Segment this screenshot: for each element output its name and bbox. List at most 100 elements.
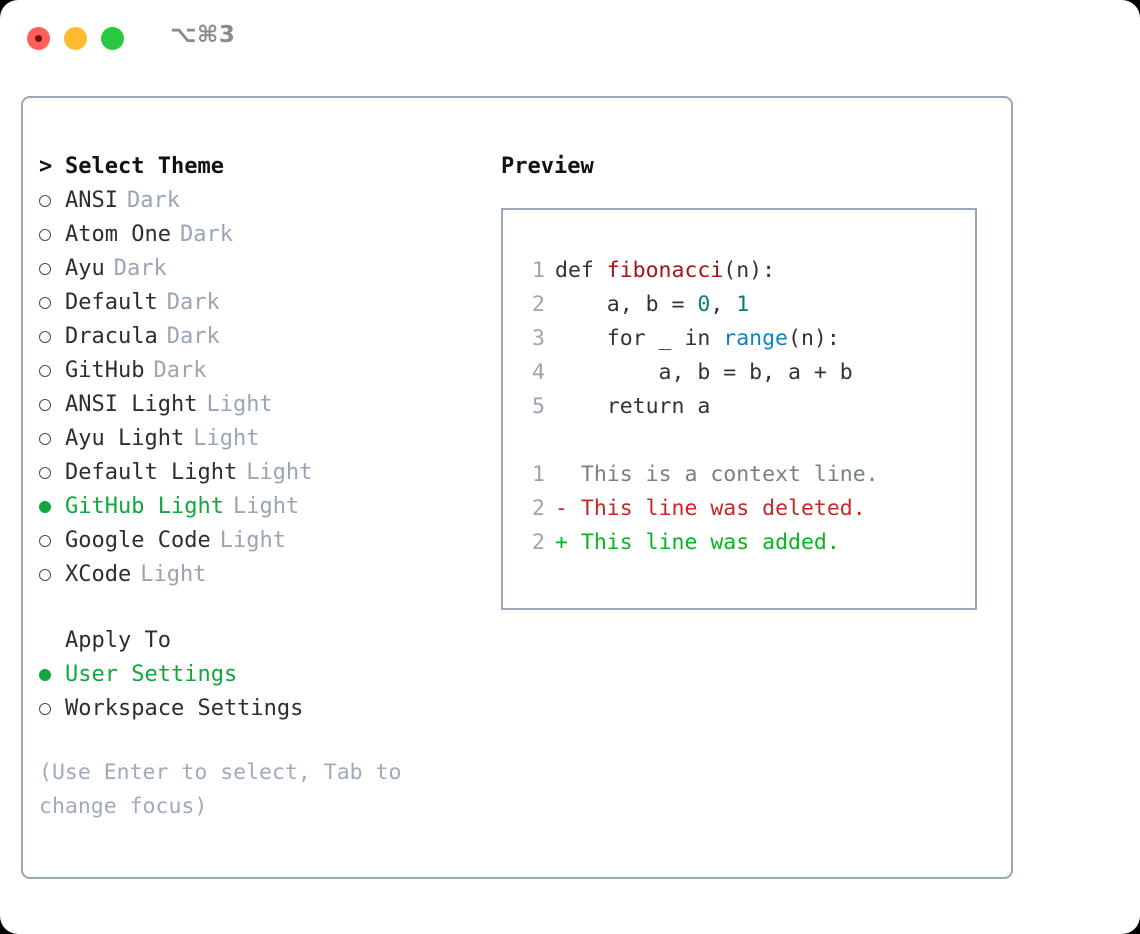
section-spacer (39, 592, 479, 624)
theme-name-label: Default (65, 290, 158, 315)
theme-name-label: Google Code (65, 528, 211, 553)
radio-unselected-icon[interactable] (39, 433, 65, 445)
code-token: a, b = b, a + b (555, 360, 853, 385)
radio-unselected-icon[interactable] (39, 399, 65, 411)
radio-unselected-icon[interactable] (39, 331, 65, 343)
code-line-number: 2 (532, 292, 545, 317)
code-line: 3 for _ in range(n): (521, 322, 975, 356)
keyboard-shortcut-label: ⌥⌘3 (170, 22, 236, 48)
diff-sample: 1 This is a context line. 2- This line wa… (521, 458, 975, 560)
code-diff-spacer (521, 424, 975, 458)
title-bar: ⌥⌘3 (0, 0, 1140, 76)
theme-name-label: Ayu Light (65, 426, 185, 451)
caret-icon: > (39, 154, 53, 179)
theme-list-item[interactable]: GitHub Dark (39, 354, 479, 388)
theme-variant-label: Light (140, 562, 207, 587)
theme-variant-label: Dark (179, 222, 233, 247)
radio-unselected-icon[interactable] (39, 229, 65, 241)
select-theme-title: Select Theme (65, 154, 224, 179)
radio-unselected-icon[interactable] (39, 535, 65, 547)
diff-marker-gap (568, 530, 581, 555)
theme-name-label: GitHub Light (65, 494, 224, 519)
apply-to-title: Apply To (65, 628, 171, 653)
theme-list-item[interactable]: Ayu Dark (39, 252, 479, 286)
diff-marker-gap (568, 462, 581, 487)
radio-selected-icon[interactable] (39, 501, 65, 513)
diff-line-number: 2 (532, 530, 545, 555)
keyboard-hint-text: (Use Enter to select, Tab to change focu… (39, 760, 402, 819)
apply-to-label: User Settings (65, 662, 238, 687)
theme-list-item[interactable]: Default Light Light (39, 456, 479, 490)
theme-list-item[interactable]: ANSI Light Light (39, 388, 479, 422)
theme-name-label: ANSI Light (65, 392, 198, 417)
theme-variant-label: Dark (113, 256, 167, 281)
code-token: 0 (697, 292, 711, 317)
theme-name-label: ANSI (65, 188, 118, 213)
apply-to-option[interactable]: Workspace Settings (39, 692, 479, 726)
theme-list-item[interactable]: Default Dark (39, 286, 479, 320)
radio-unselected-icon[interactable] (39, 195, 65, 207)
radio-unselected-icon[interactable] (39, 467, 65, 479)
minimize-button[interactable] (64, 27, 87, 50)
apply-to-option[interactable]: User Settings (39, 658, 479, 692)
theme-variant-label: Light (232, 494, 300, 519)
traffic-lights (27, 27, 124, 50)
code-line-number: 5 (532, 394, 545, 419)
theme-variant-label: Dark (126, 188, 180, 213)
code-line-number: 3 (532, 326, 545, 351)
diff-marker: + (555, 530, 568, 555)
code-line: 4 a, b = b, a + b (521, 356, 975, 390)
theme-list-item[interactable]: Dracula Dark (39, 320, 479, 354)
theme-variant-label: Light (246, 460, 313, 485)
theme-list-item[interactable]: GitHub Light Light (39, 490, 479, 524)
diff-line-number: 2 (532, 496, 545, 521)
theme-name-label: XCode (65, 562, 132, 587)
radio-unselected-icon[interactable] (39, 365, 65, 377)
theme-list-item[interactable]: Ayu Light Light (39, 422, 479, 456)
code-token: def (555, 258, 607, 283)
theme-list-item[interactable]: XCode Light (39, 558, 479, 592)
radio-unselected-icon[interactable] (39, 297, 65, 309)
theme-name-label: Dracula (65, 324, 158, 349)
theme-name-label: GitHub (65, 358, 145, 383)
code-token: , (710, 292, 737, 317)
code-token: 1 (736, 292, 750, 317)
diff-text: This line was added. (580, 530, 840, 555)
diff-text: This line was deleted. (580, 496, 866, 521)
theme-variant-label: Dark (166, 324, 220, 349)
code-line-number: 1 (532, 258, 545, 283)
diff-marker (555, 462, 568, 487)
close-button[interactable] (27, 27, 50, 50)
select-theme-header: > Select Theme (39, 150, 479, 184)
code-token: range (723, 326, 789, 351)
radio-selected-icon[interactable] (39, 669, 65, 681)
theme-list-item[interactable]: ANSI Dark (39, 184, 479, 218)
theme-variant-label: Dark (166, 290, 220, 315)
theme-name-label: Default Light (65, 460, 238, 485)
radio-unselected-icon[interactable] (39, 703, 65, 715)
code-token: fibonacci (606, 258, 724, 283)
theme-name-label: Ayu (65, 256, 105, 281)
diff-line: 1 This is a context line. (521, 458, 975, 492)
code-token: (n): (788, 326, 840, 351)
diff-marker-gap (568, 496, 581, 521)
diff-line: 2 + This line was added. (521, 526, 975, 560)
maximize-button[interactable] (101, 27, 124, 50)
diff-marker: - (555, 496, 568, 521)
theme-variant-label: Light (193, 426, 260, 451)
theme-variant-label: Dark (153, 358, 207, 383)
code-line-number: 4 (532, 360, 545, 385)
radio-unselected-icon[interactable] (39, 263, 65, 275)
apply-to-header: Apply To (39, 624, 479, 658)
radio-unselected-icon[interactable] (39, 569, 65, 581)
theme-variant-label: Light (206, 392, 273, 417)
